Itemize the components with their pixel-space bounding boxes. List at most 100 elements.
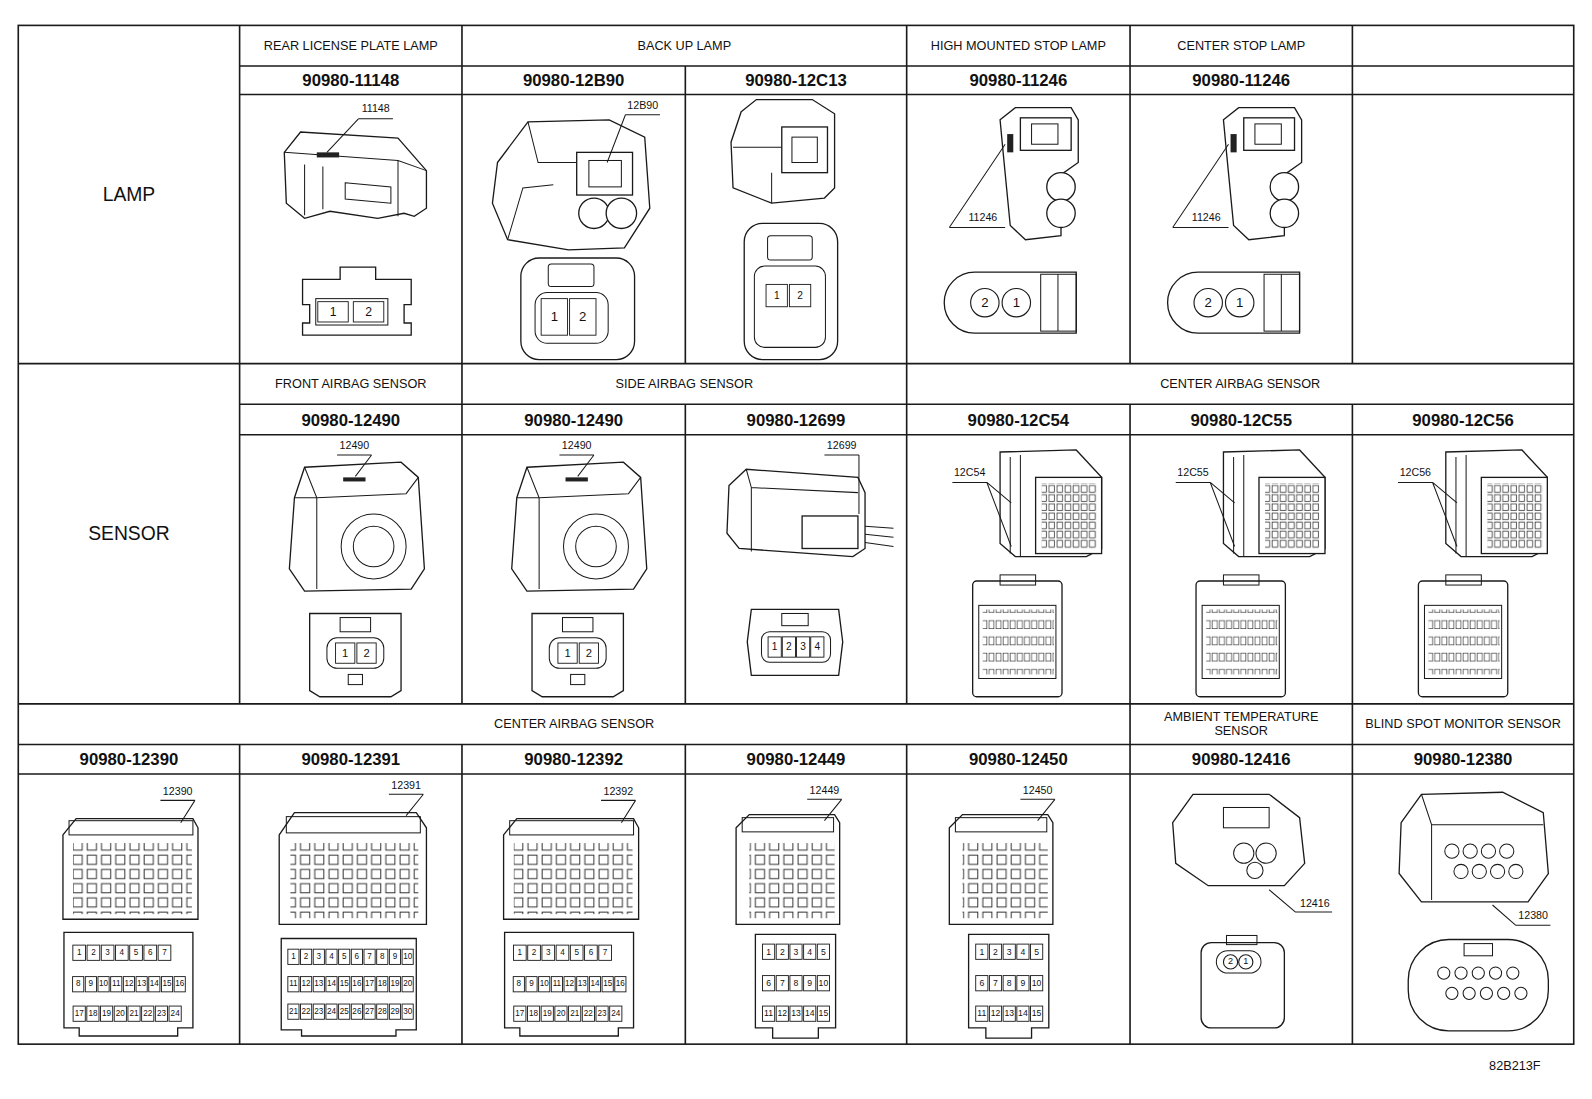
callout-number: 12390	[163, 786, 193, 797]
pin-cell	[389, 977, 400, 992]
connector-12380	[1463, 844, 1477, 858]
pin-cell	[351, 949, 362, 964]
pin-number: 20	[556, 1010, 565, 1018]
pin-number: 11	[977, 1009, 986, 1018]
connector-12490	[576, 526, 617, 567]
connector-12390	[63, 819, 198, 920]
pin-cell	[776, 944, 788, 959]
pin-number: 24	[611, 1010, 620, 1018]
connector-12450	[963, 843, 1048, 918]
pin-number: 7	[603, 949, 608, 957]
pin-cell	[389, 1004, 400, 1019]
callout-number: 12C55	[1177, 467, 1208, 478]
pin-number: 5	[574, 949, 579, 957]
pin-cell	[817, 1006, 829, 1021]
pin-cell	[130, 945, 143, 960]
pin-number: 6	[355, 953, 360, 961]
connector-11246	[1041, 274, 1077, 331]
connector-12380	[1481, 844, 1495, 858]
connector-11246	[1264, 274, 1300, 331]
pin-cell	[790, 944, 802, 959]
pin-number: 13	[1004, 1009, 1014, 1018]
connector-11246	[1057, 274, 1058, 331]
part-number: 90980-12392	[463, 746, 683, 772]
pin-number: 11	[553, 980, 561, 988]
pin-number: 18	[88, 1010, 97, 1018]
category-header: SIDE AIRBAG SENSOR	[463, 365, 905, 403]
pin-number: 21	[129, 1010, 138, 1018]
pin-cell	[87, 945, 100, 960]
pin-cell	[762, 976, 774, 991]
pin-number: 27	[365, 1008, 374, 1016]
pin-cell	[364, 949, 375, 964]
pin-number: 7	[780, 979, 785, 988]
connector-12392	[504, 800, 639, 1036]
connector-12380	[1445, 844, 1459, 858]
connector-12490	[512, 455, 647, 697]
connector-12c54	[1000, 450, 1102, 557]
connector-11246	[944, 272, 1076, 333]
connector-11246	[1168, 108, 1302, 333]
connector-12490	[289, 455, 424, 697]
part-number: 90980-12380	[1354, 746, 1572, 772]
pin-cell	[1003, 944, 1015, 959]
pin-cell	[1017, 944, 1029, 959]
connector-12450	[949, 815, 1053, 925]
pin-number: 2	[993, 947, 998, 956]
pin-cell	[555, 1006, 567, 1021]
connector-12b90	[589, 160, 621, 186]
connector-12416	[1269, 890, 1332, 912]
pin-cell	[98, 977, 109, 992]
connector-12c56	[1429, 609, 1500, 674]
connector-12450	[969, 934, 1049, 1038]
pin-cell	[142, 1006, 154, 1021]
callout-number: 12490	[562, 440, 592, 451]
pin-cavity	[1223, 955, 1237, 969]
cell-text: CENTER STOP LAMP	[1136, 38, 1347, 53]
pin-number: 6	[589, 949, 594, 957]
pin-cell	[615, 977, 626, 992]
pin-cell	[174, 977, 185, 992]
cell-text: 90980-12490	[245, 410, 456, 429]
pin-number: 15	[340, 980, 349, 988]
pin-cell	[762, 944, 774, 959]
cell-text: 90980-12449	[691, 750, 901, 769]
connector-12490	[562, 618, 592, 632]
connector-11246	[1047, 199, 1075, 227]
cell-text: 90980-12392	[468, 750, 680, 769]
connector-12c54	[1036, 477, 1102, 553]
part-number: 90980-12490	[463, 406, 683, 433]
pin-number: 22	[143, 1010, 152, 1018]
connector-12490	[348, 674, 362, 684]
pin-number: 1	[772, 642, 778, 652]
pin-cell	[136, 977, 147, 992]
pin-cell	[169, 1006, 181, 1021]
pin-number: 25	[340, 1008, 349, 1016]
connector-12699	[865, 526, 893, 546]
pin-number: 13	[578, 980, 587, 988]
table-grid	[18, 25, 1573, 1044]
pin-cell	[776, 1006, 788, 1021]
pin-number: 16	[175, 980, 184, 988]
connector-12490	[512, 462, 647, 591]
pin-cell	[602, 977, 613, 992]
pin-number: 10	[540, 980, 549, 988]
connector-12c54	[979, 605, 1056, 678]
callout-number: 12490	[340, 440, 370, 451]
pin-cell	[596, 1006, 608, 1021]
cell-text: BLIND SPOT MONITOR SENSOR	[1358, 717, 1568, 732]
connector-12c54	[1000, 575, 1036, 585]
connector-11148	[317, 152, 339, 157]
cell-text: CENTER AIRBAG SENSOR	[912, 377, 1568, 392]
pin-cell	[73, 1006, 85, 1021]
pin-cell	[111, 977, 122, 992]
connector-12391	[279, 813, 426, 925]
pin-cell	[301, 949, 312, 964]
pin-number: 12	[124, 980, 133, 988]
pin-number: 5	[342, 953, 347, 961]
callout-number: 12391	[391, 780, 421, 791]
connector-12450	[1020, 799, 1055, 820]
pin-number: 10	[819, 979, 829, 988]
cell-text: 90980-11246	[912, 71, 1124, 90]
